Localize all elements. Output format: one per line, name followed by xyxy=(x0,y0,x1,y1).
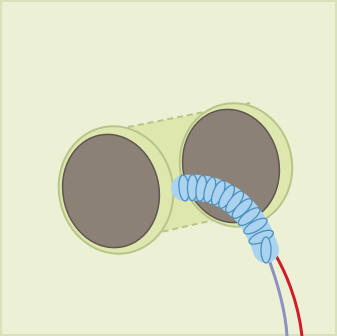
coil-ring xyxy=(261,237,271,263)
